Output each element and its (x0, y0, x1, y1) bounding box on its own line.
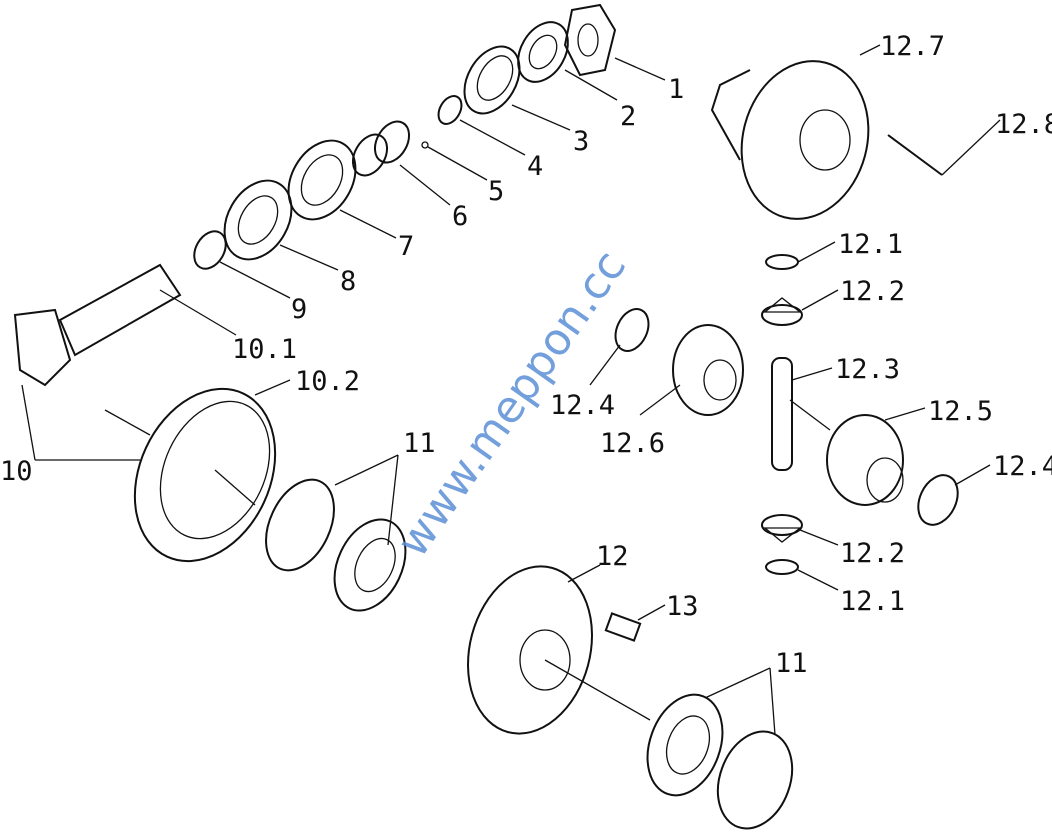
callout-1: 1 (668, 74, 684, 105)
pinion-12-2b (761, 514, 803, 543)
shim-12-4a (614, 308, 650, 352)
callout-12-2a: 12.2 (840, 276, 905, 307)
callout-7: 7 (398, 231, 414, 262)
washer-2 (517, 21, 569, 83)
shaft-12-3 (771, 357, 793, 471)
callout-12-1a: 12.1 (838, 229, 903, 260)
callout-8: 8 (340, 266, 356, 297)
callout-10: 10 (0, 456, 33, 487)
bearing-cup-11b (716, 730, 794, 830)
ring-4 (437, 95, 463, 125)
callout-12: 12 (596, 541, 629, 572)
shim-12-4b (917, 474, 959, 526)
callout-10-1: 10.1 (232, 334, 297, 365)
callout-4: 4 (527, 151, 543, 182)
callout-12-2b: 12.2 (840, 538, 905, 569)
callout-13: 13 (666, 591, 699, 622)
pinion-12-2a (761, 297, 803, 326)
callout-3: 3 (573, 126, 589, 157)
pin-12-8 (887, 134, 943, 176)
callout-12-4b: 12.4 (993, 451, 1052, 482)
callout-11b: 11 (775, 648, 808, 679)
side-gear-12-6 (672, 324, 744, 416)
diff-case-12-7 (710, 60, 870, 220)
callout-12-6: 12.6 (600, 428, 665, 459)
callout-5: 5 (488, 176, 504, 207)
callout-11a: 11 (403, 428, 436, 459)
bearing-8 (223, 179, 293, 261)
callout-2: 2 (620, 101, 636, 132)
ball-5 (421, 141, 429, 149)
bearing-cone-11b (646, 693, 724, 797)
spacer-6 (351, 120, 411, 177)
nut-1 (563, 3, 617, 77)
callout-10-2: 10.2 (295, 366, 360, 397)
callout-12-4a: 12.4 (550, 390, 615, 421)
bolt-13 (604, 612, 642, 642)
pinion-shaft-10-1 (13, 263, 182, 387)
shim-9 (193, 230, 227, 270)
washer-12-1b (765, 559, 799, 575)
bearing-cup-11a (265, 478, 335, 572)
callout-6: 6 (452, 201, 468, 232)
callout-12-1b: 12.1 (840, 586, 905, 617)
leader-lines (21, 44, 1001, 736)
callout-9: 9 (291, 294, 307, 325)
side-gear-12-5 (826, 414, 904, 506)
callout-12-7: 12.7 (880, 31, 945, 62)
ring-gear-10-2 (133, 387, 277, 563)
washer-12-1a (765, 254, 799, 270)
callout-12-8: 12.8 (995, 109, 1052, 140)
diff-case-12 (467, 565, 593, 735)
callout-12-5: 12.5 (928, 396, 993, 427)
seal-3 (463, 45, 521, 115)
callout-12-3: 12.3 (835, 354, 900, 385)
bearing-7 (287, 139, 357, 221)
